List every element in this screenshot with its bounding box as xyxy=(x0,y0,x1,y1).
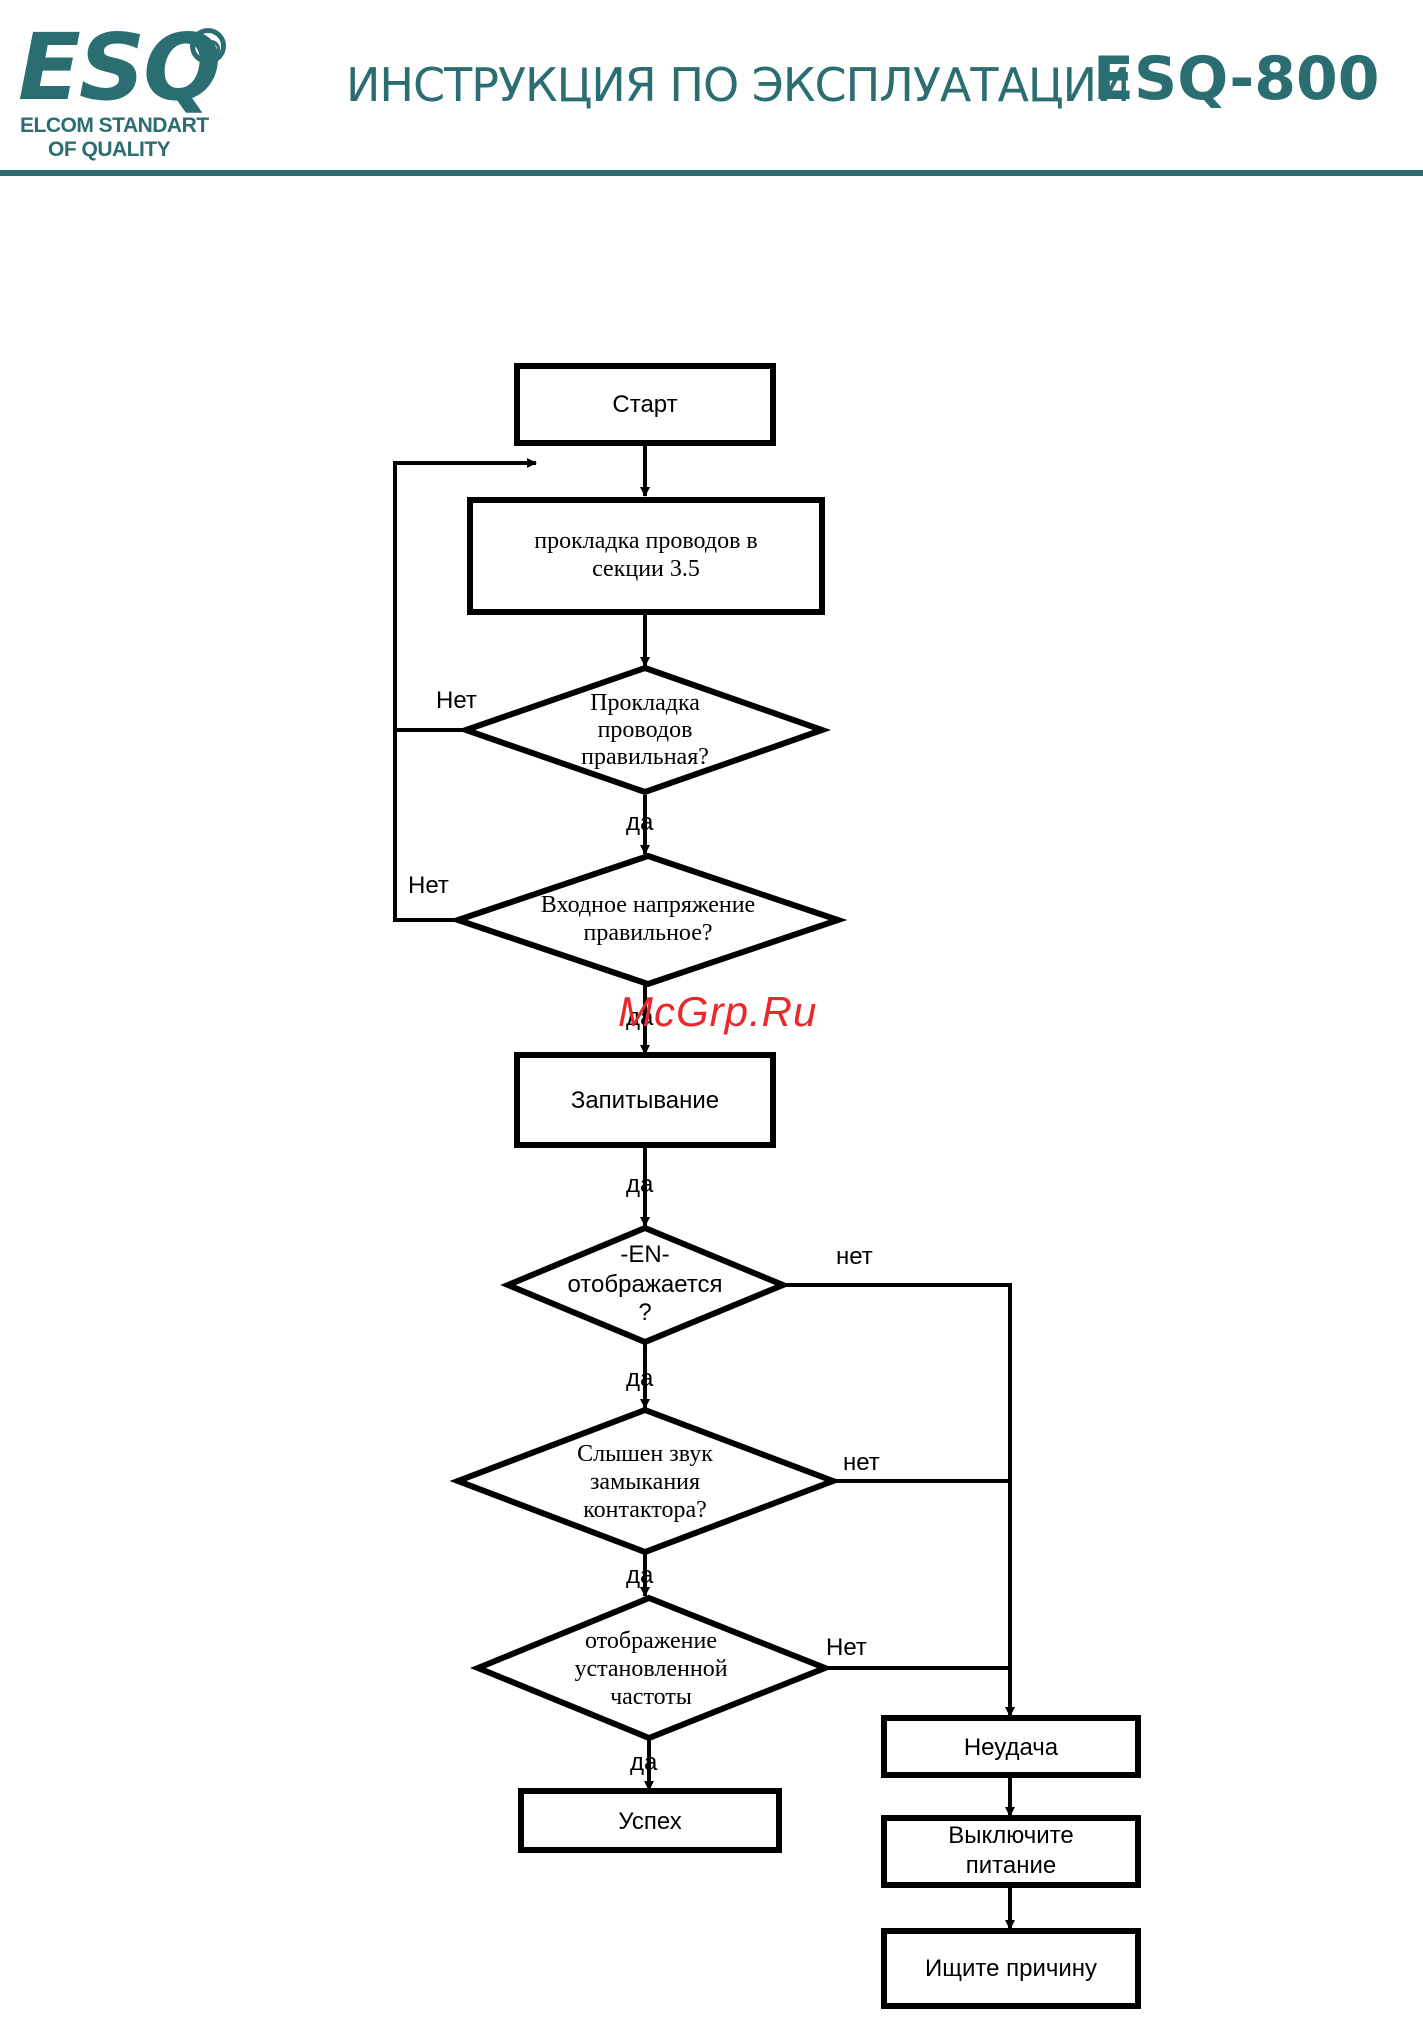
label-no-sound: нет xyxy=(843,1449,880,1476)
wiring-label-line1: прокладка проводов в xyxy=(534,528,758,554)
node-power-on xyxy=(514,1052,776,1148)
esq-logo: ESQ ELCOM STANDART OF QUALITY xyxy=(18,18,248,168)
label-no-freq: Нет xyxy=(826,1634,867,1661)
document-model: ESQ-800 xyxy=(1093,44,1380,114)
node-check-voltage xyxy=(448,852,848,988)
label-no-display: нет xyxy=(836,1243,873,1270)
check-wiring-line2: проводов xyxy=(598,717,693,743)
check-voltage-line2: правильное? xyxy=(583,920,712,946)
node-check-sound xyxy=(449,1406,842,1556)
check-display-line2: отображается xyxy=(567,1271,722,1298)
flow-connectors xyxy=(393,443,1015,1930)
label-yes-freq: да xyxy=(630,1749,658,1776)
label-no-voltage: Нет xyxy=(408,872,449,899)
page-header: ESQ ELCOM STANDART OF QUALITY ИНСТРУКЦИЯ… xyxy=(0,0,1423,180)
check-display-line3: ? xyxy=(638,1299,651,1326)
logo-mark: ESQ xyxy=(18,14,221,121)
power-off-line2: питание xyxy=(966,1852,1056,1879)
logo-subtitle: ELCOM STANDART OF QUALITY xyxy=(20,114,240,162)
check-freq-line2: установленной xyxy=(574,1656,727,1682)
check-sound-line2: замыкания xyxy=(590,1469,700,1495)
check-freq-line1: отображение xyxy=(585,1628,717,1654)
node-check-freq xyxy=(470,1594,834,1742)
logo-subtitle-line1: ELCOM STANDART xyxy=(20,114,209,137)
power-off-line1: Выключите xyxy=(948,1822,1073,1849)
label-yes-sound: да xyxy=(626,1562,654,1589)
start-label: Старт xyxy=(612,391,677,418)
check-sound-line3: контактора? xyxy=(583,1497,707,1523)
branch-display-no xyxy=(783,1283,1015,1717)
success-label: Успех xyxy=(618,1808,681,1835)
logo-subtitle-line2: OF QUALITY xyxy=(48,138,171,161)
node-success xyxy=(518,1788,782,1853)
flow-nodes xyxy=(448,363,1141,2009)
check-wiring-line1: Прокладка xyxy=(590,690,700,716)
logo-ring-icon xyxy=(190,28,226,64)
check-voltage-line1: Входное напряжение xyxy=(541,892,755,918)
node-check-wiring xyxy=(456,664,832,796)
label-yes-display: да xyxy=(626,1365,654,1392)
document-title: ИНСТРУКЦИЯ ПО ЭКСПЛУАТАЦИИ xyxy=(346,58,1130,112)
label-yes-wiring: да xyxy=(626,809,654,836)
header-rule xyxy=(0,170,1423,176)
check-sound-line1: Слышен звук xyxy=(577,1441,713,1467)
node-fail xyxy=(881,1715,1141,1778)
fail-label: Неудача xyxy=(964,1734,1059,1761)
find-cause-label: Ищите причину xyxy=(925,1955,1097,1982)
node-wiring xyxy=(467,497,825,615)
watermark: McGrp.Ru xyxy=(618,988,818,1035)
node-find-cause xyxy=(881,1928,1141,2009)
loop-voltage-no xyxy=(393,730,458,922)
check-wiring-line3: правильная? xyxy=(581,744,709,770)
loop-wiring-no xyxy=(393,458,537,732)
label-yes-power: да xyxy=(626,1171,654,1198)
label-yes-voltage: да xyxy=(626,1004,654,1031)
power-on-label: Запитывание xyxy=(571,1087,719,1114)
node-start xyxy=(514,363,776,446)
wiring-label-line2: секции 3.5 xyxy=(592,556,700,582)
node-check-display xyxy=(500,1224,791,1346)
check-freq-line3: частоты xyxy=(610,1684,692,1710)
label-no-wiring: Нет xyxy=(436,687,477,714)
node-power-off xyxy=(881,1815,1141,1888)
check-display-line1: -EN- xyxy=(620,1241,669,1268)
